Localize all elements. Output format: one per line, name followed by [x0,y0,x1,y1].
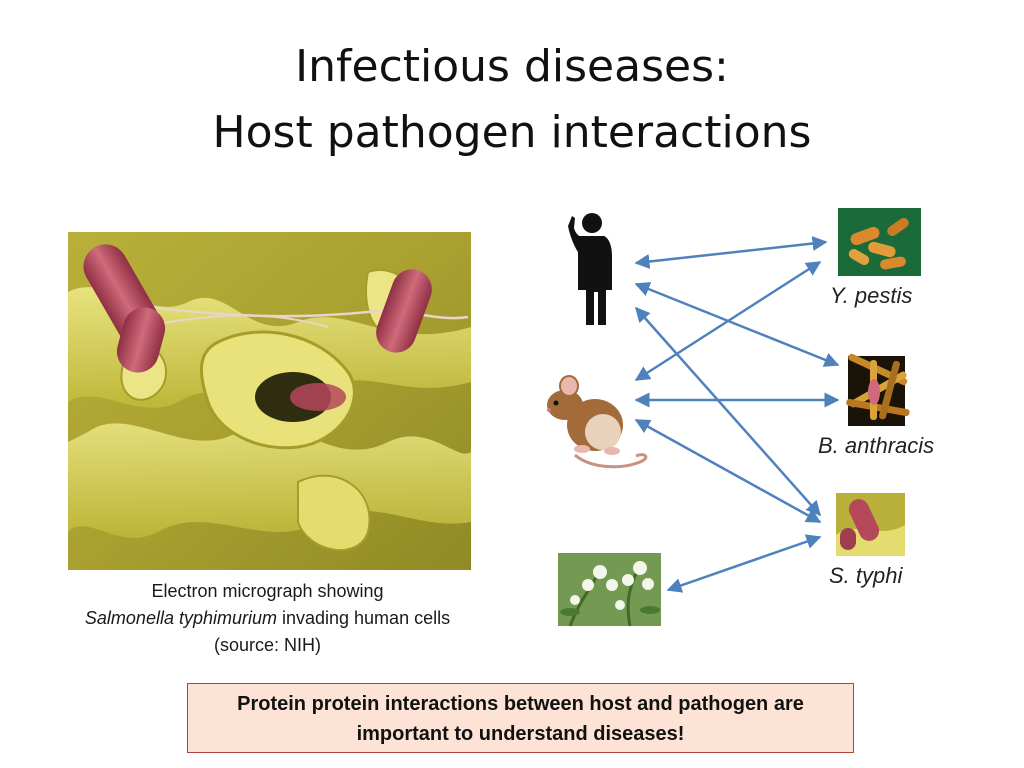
b-anthracis-bacteria-icon [846,353,910,426]
interaction-arrows [634,236,840,593]
micrograph-caption: Electron micrograph showing Salmonella t… [40,578,495,659]
y-pestis-label: Y. pestis [830,283,913,308]
caption-line-2: Salmonella typhimurium invading human ce… [40,605,495,632]
key-message-box: Protein protein interactions between hos… [187,683,854,753]
caption-line-2-rest: invading human cells [276,608,451,628]
caption-line-1: Electron micrograph showing [151,581,384,601]
arrow-mouse-y-pestis [634,260,822,382]
salmonella-micrograph-image [68,232,471,570]
caption-species-name: Salmonella typhimurium [84,608,277,628]
slide-title: Infectious diseases: Host pathogen inter… [0,34,1024,166]
arrow-mouse-s-typhi [634,418,822,524]
arrow-human-s-typhi [635,306,821,517]
s-typhi-label: S. typhi [829,563,903,588]
arrow-human-b-anthracis [634,282,840,367]
note-line-1: Protein protein interactions between hos… [237,693,804,715]
note-line-2: important to understand diseases! [356,723,685,745]
mouse-icon [547,375,648,469]
title-line-2: Host pathogen interactions [212,107,812,158]
plant-icon [558,553,661,627]
title-line-1: Infectious diseases: [295,41,729,92]
arrow-plant-s-typhi [666,534,822,593]
b-anthracis-label: B. anthracis [818,433,935,458]
y-pestis-bacteria-icon [838,208,921,276]
caption-line-3: (source: NIH) [213,635,321,655]
s-typhi-bacteria-icon [836,493,905,556]
human-silhouette-icon [568,213,612,325]
arrow-human-y-pestis [634,236,828,269]
